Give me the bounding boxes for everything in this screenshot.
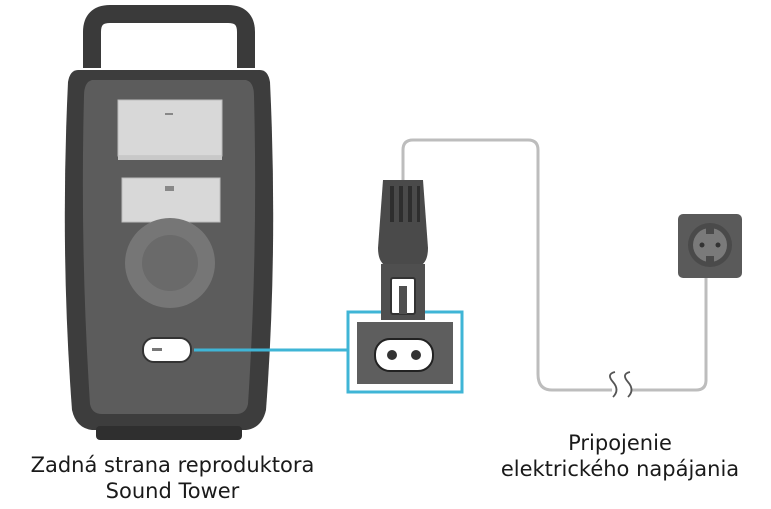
top-panel (117, 99, 223, 157)
power-connection-caption: Pripojenie elektrického napájania (470, 430, 770, 482)
power-connection-caption-line2: elektrického napájania (500, 457, 740, 481)
speaker-back-caption-line2: Sound Tower (105, 479, 240, 503)
power-plug (378, 180, 428, 320)
speaker-foot (96, 426, 242, 440)
speaker-tower (64, 5, 274, 440)
top-panel-mark (165, 113, 173, 115)
inlet-socket (374, 338, 434, 372)
cable-break-mark-2 (624, 371, 633, 398)
power-connection-caption-line1: Pripojenie (568, 431, 672, 455)
speaker-back-caption-line1: Zadná strana reproduktora (30, 453, 315, 477)
cable-break-mark (609, 371, 618, 398)
speaker-power-inlet-mark (152, 348, 162, 351)
middle-panel (121, 177, 221, 223)
speaker-back-caption: Zadná strana reproduktora Sound Tower (0, 452, 345, 504)
power-cable (401, 138, 612, 392)
power-cable-end (632, 270, 708, 392)
inlet-zoom-box (346, 310, 464, 394)
middle-panel-mark (165, 186, 174, 191)
top-panel-lower (118, 156, 222, 160)
speaker-power-inlet (142, 337, 192, 363)
woofer-inner (142, 235, 198, 291)
socket-pin-left (387, 350, 397, 360)
socket-pin-right (411, 350, 421, 360)
wall-socket (678, 214, 742, 278)
speaker-handle (83, 5, 255, 68)
